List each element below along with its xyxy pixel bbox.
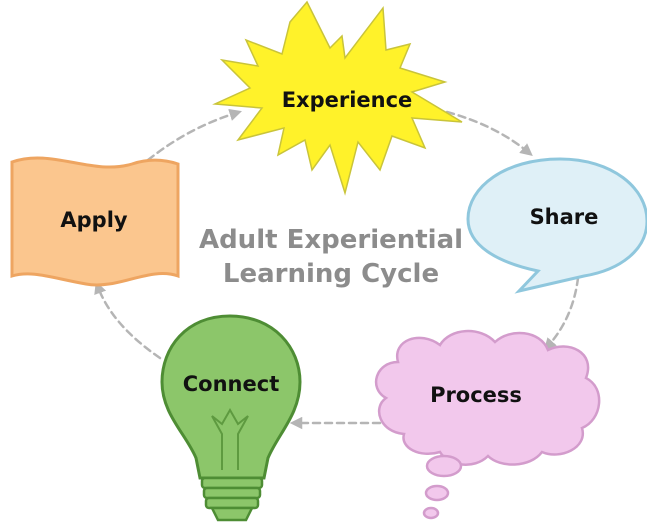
- light-bulb-icon: [160, 314, 302, 480]
- thought-bubble-dot: [425, 454, 463, 478]
- diagram-title: Adult Experiential Learning Cycle: [199, 225, 463, 289]
- stage-apply: Apply: [10, 156, 180, 287]
- bulb-filament: [211, 407, 249, 470]
- title-line-1: Adult Experiential: [199, 225, 463, 255]
- arrow-connect-to-apply: [94, 281, 162, 360]
- connect-label: Connect: [183, 372, 279, 396]
- share-label: Share: [530, 205, 599, 229]
- stage-connect: Connect: [160, 314, 302, 522]
- thought-bubble-dot: [422, 506, 440, 520]
- thought-bubble-dot: [424, 484, 450, 502]
- process-label: Process: [430, 383, 522, 407]
- starburst-icon: [212, 0, 463, 196]
- stage-process: Process: [374, 329, 601, 520]
- arrow-experience-to-share: [445, 110, 533, 156]
- stage-share: Share: [466, 157, 647, 294]
- experience-label: Experience: [282, 88, 413, 112]
- arrow-share-to-process: [543, 276, 580, 351]
- speech-bubble-icon: [466, 157, 647, 294]
- bulb-base: [200, 476, 264, 522]
- arrow-apply-to-experience: [146, 108, 242, 162]
- thought-cloud-icon: [374, 329, 601, 466]
- apply-label: Apply: [60, 208, 128, 232]
- stage-experience: Experience: [212, 0, 463, 196]
- wavy-banner-icon: [10, 156, 180, 287]
- title-line-2: Learning Cycle: [223, 259, 439, 289]
